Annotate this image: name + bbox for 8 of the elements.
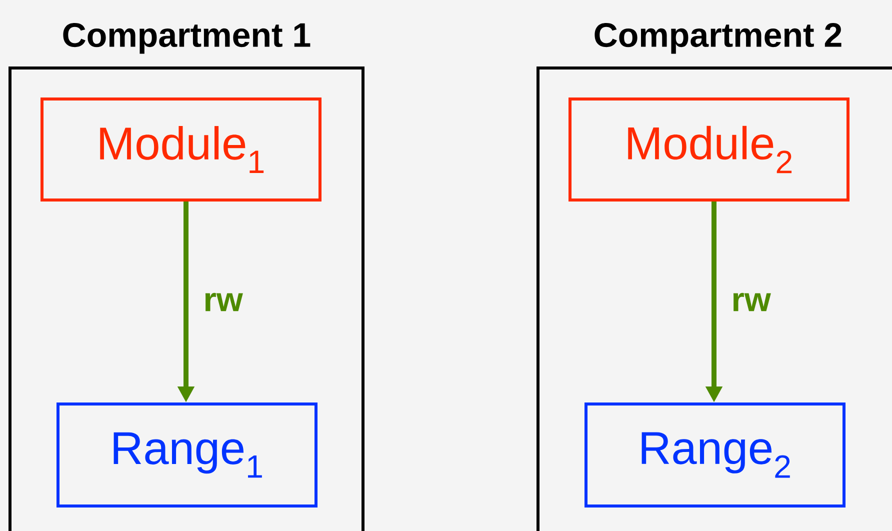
- edge-label: rw: [733, 292, 771, 312]
- range-box: Range$_{2}$: [584, 402, 846, 508]
- node-label: Compartment 2: [594, 22, 842, 54]
- node-label: Compartment 1: [63, 22, 310, 54]
- module-box: Module$_{2}$: [568, 98, 850, 202]
- range-box: Range$_{1}$: [56, 402, 318, 508]
- module-box: Module$_{1}$: [40, 98, 322, 202]
- edge-label: rw: [205, 292, 243, 312]
